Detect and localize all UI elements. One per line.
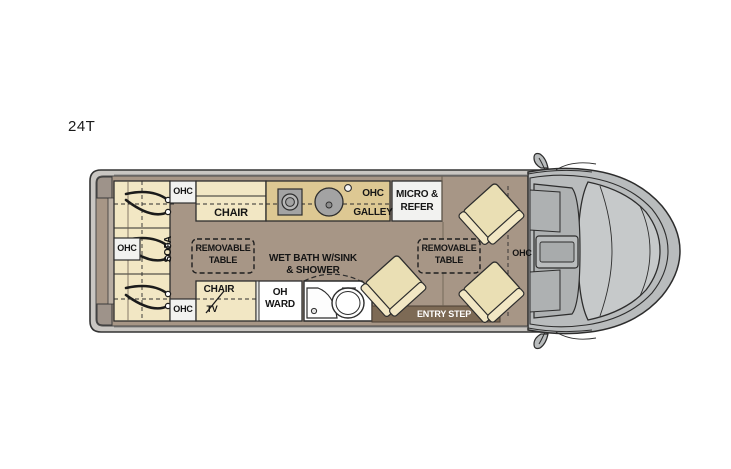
micro-refer-label-line1: MICRO & bbox=[396, 189, 438, 200]
overhead-cabinet-front-label: OHC bbox=[512, 248, 532, 258]
van-cab bbox=[527, 152, 681, 350]
removable-table-left-label-line1: REMOVABLE bbox=[195, 243, 251, 253]
overhead-cabinets-rear bbox=[113, 180, 197, 322]
chair-bottom-label: CHAIR bbox=[203, 284, 235, 295]
streetside-run bbox=[195, 180, 443, 222]
page-title: 24T bbox=[68, 118, 96, 135]
captain-chair-driver bbox=[458, 261, 525, 323]
overhead-cabinet-rear-left-label: OHC bbox=[117, 243, 137, 253]
chair-top-label: CHAIR bbox=[214, 207, 248, 219]
overhead-cabinet-rear-bottom-label: OHC bbox=[173, 304, 193, 314]
dinette-chair-curbside bbox=[360, 255, 427, 317]
body-sidewall-lines bbox=[114, 174, 528, 328]
removable-table-right-label-line1: REMOVABLE bbox=[421, 243, 477, 253]
overhead-wardrobe-label-line1: OH bbox=[272, 287, 288, 298]
wet-bath-label-line1: WET BATH W/SINK bbox=[269, 253, 357, 264]
wet-bath-label-line2: & SHOWER bbox=[286, 265, 340, 276]
captain-chair-passenger bbox=[458, 183, 525, 245]
entry-step-label: ENTRY STEP bbox=[416, 309, 471, 319]
galley-label: GALLEY bbox=[353, 207, 393, 218]
overhead-cabinet-rear-top-label: OHC bbox=[173, 186, 193, 196]
tv-label: TV bbox=[206, 304, 218, 314]
curbside-run bbox=[195, 273, 373, 322]
micro-refer-label-line2: REFER bbox=[400, 202, 434, 213]
overhead-wardrobe-label-line2: WARD bbox=[265, 299, 295, 310]
removable-table-right-label-line2: TABLE bbox=[434, 255, 464, 265]
removable-tables bbox=[191, 238, 481, 274]
sofa-label: SOFA bbox=[162, 236, 174, 263]
galley-ohc-label: OHC bbox=[362, 188, 384, 199]
removable-table-left-label-line2: TABLE bbox=[208, 255, 238, 265]
